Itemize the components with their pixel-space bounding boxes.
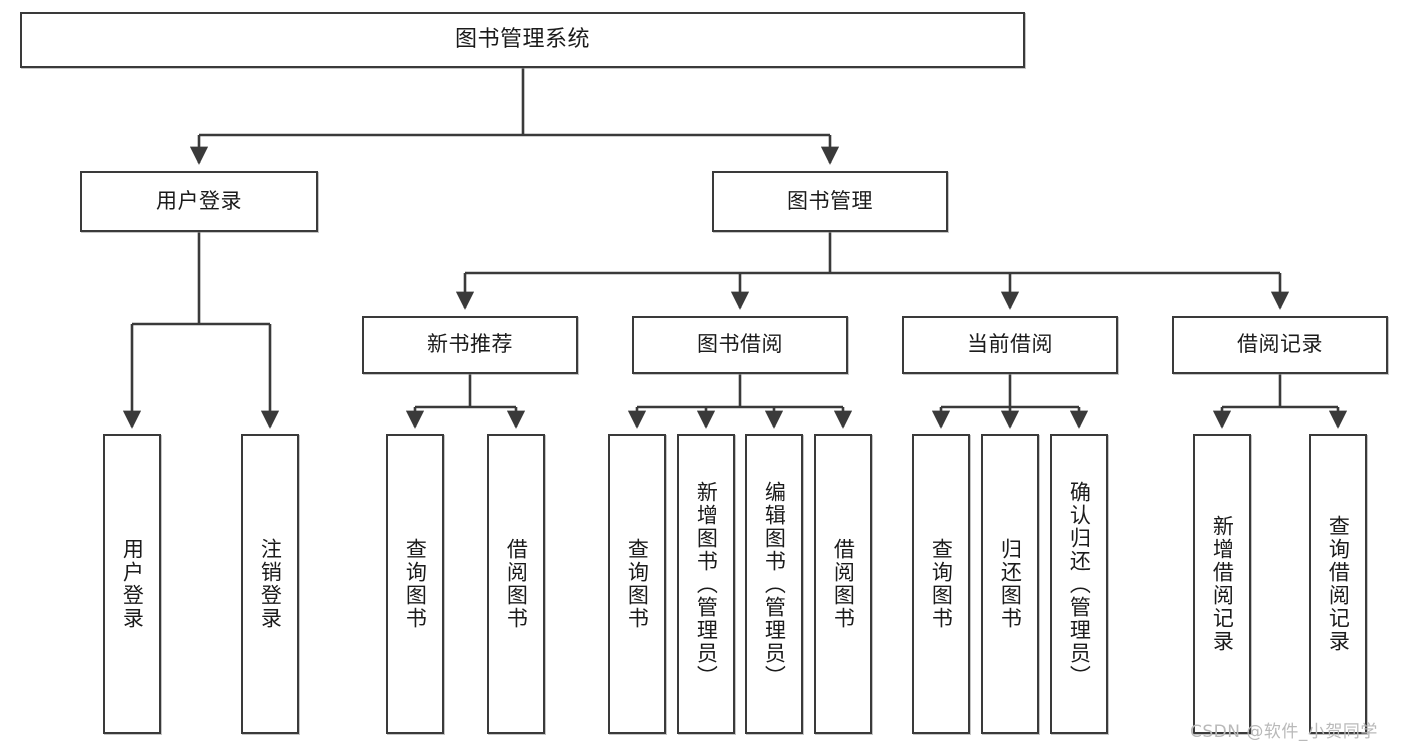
- node-label: 新增图书（管理员）: [694, 480, 719, 688]
- node-leaf-confirm-return-admin[interactable]: 确认归还（管理员）: [1050, 434, 1108, 734]
- node-book-borrow[interactable]: 图书借阅: [632, 316, 848, 374]
- node-label: 确认归还（管理员）: [1067, 480, 1092, 688]
- node-label: 借阅图书: [831, 538, 856, 630]
- node-label: 图书借阅: [697, 332, 783, 357]
- node-leaf-logout[interactable]: 注销登录: [241, 434, 299, 734]
- node-label: 当前借阅: [967, 332, 1053, 357]
- node-leaf-edit-book-admin[interactable]: 编辑图书（管理员）: [745, 434, 803, 734]
- node-label: 查询图书: [625, 538, 650, 630]
- node-label: 查询图书: [929, 538, 954, 630]
- node-current-borrow[interactable]: 当前借阅: [902, 316, 1118, 374]
- node-leaf-query-book-current[interactable]: 查询图书: [912, 434, 970, 734]
- node-leaf-add-borrow-record[interactable]: 新增借阅记录: [1193, 434, 1251, 734]
- node-root-book-management-system[interactable]: 图书管理系统: [20, 12, 1025, 68]
- node-label: 用户登录: [156, 188, 242, 213]
- node-borrow-record[interactable]: 借阅记录: [1172, 316, 1388, 374]
- node-leaf-query-book-borrow[interactable]: 查询图书: [608, 434, 666, 734]
- node-label: 编辑图书（管理员）: [762, 480, 787, 688]
- node-label: 图书管理: [787, 188, 873, 213]
- node-leaf-query-borrow-record[interactable]: 查询借阅记录: [1309, 434, 1367, 734]
- node-leaf-add-book-admin[interactable]: 新增图书（管理员）: [677, 434, 735, 734]
- csdn-watermark: CSDN @软件_小贺同学: [1190, 722, 1378, 742]
- node-label: 借阅记录: [1237, 332, 1323, 357]
- node-label: 图书管理系统: [454, 26, 590, 52]
- node-leaf-query-book-recommend[interactable]: 查询图书: [386, 434, 444, 734]
- node-leaf-borrow-book-recommend[interactable]: 借阅图书: [487, 434, 545, 734]
- node-user-login[interactable]: 用户登录: [80, 171, 318, 232]
- node-leaf-borrow-book[interactable]: 借阅图书: [814, 434, 872, 734]
- node-label: 查询借阅记录: [1326, 515, 1351, 653]
- node-new-book-recommend[interactable]: 新书推荐: [362, 316, 578, 374]
- node-label: 用户登录: [120, 538, 145, 630]
- node-label: 新增借阅记录: [1210, 515, 1235, 653]
- node-label: 借阅图书: [504, 538, 529, 630]
- node-leaf-return-book[interactable]: 归还图书: [981, 434, 1039, 734]
- node-label: 归还图书: [998, 538, 1023, 630]
- node-label: 新书推荐: [427, 332, 513, 357]
- node-book-management[interactable]: 图书管理: [712, 171, 948, 232]
- node-leaf-user-login[interactable]: 用户登录: [103, 434, 161, 734]
- node-label: 注销登录: [258, 538, 283, 630]
- node-label: 查询图书: [403, 538, 428, 630]
